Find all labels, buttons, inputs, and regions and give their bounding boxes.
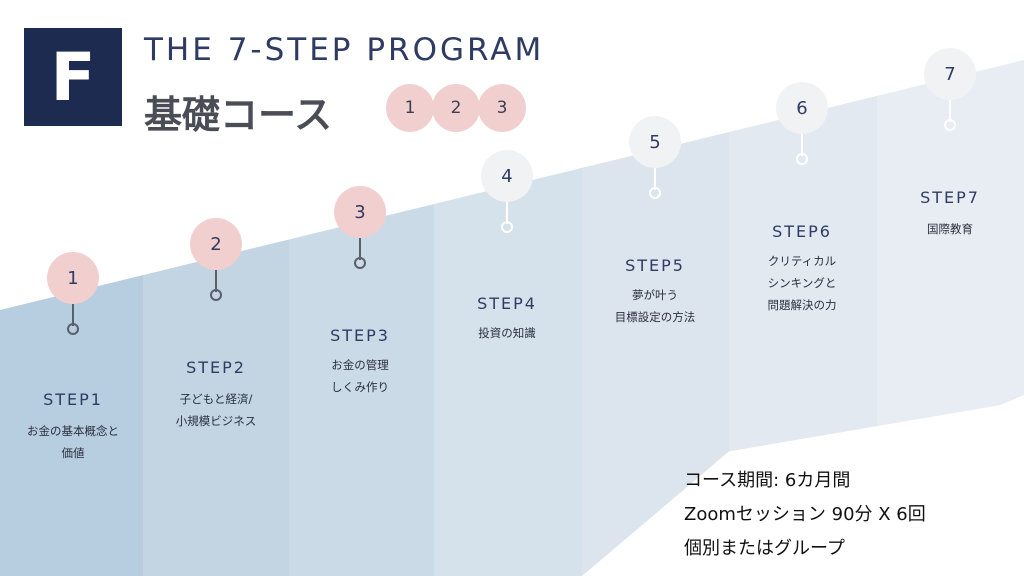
desc-line: 夢が叶う	[632, 288, 678, 302]
staircase-column-1	[0, 275, 143, 576]
lower-diagonal-cut	[0, 395, 1024, 576]
course-info: コース期間: 6カ月間 Zoomセッション 90分 X 6回 個別またはグループ	[684, 464, 926, 566]
step-connector	[215, 270, 217, 292]
desc-line: 国際教育	[927, 222, 973, 236]
step-description: 夢が叶う 目標設定の方法	[582, 284, 728, 328]
step-label: STEP4	[477, 294, 537, 313]
step-connector	[359, 238, 361, 260]
desc-line: シンキングと	[767, 276, 837, 290]
staircase-column-7	[877, 60, 1024, 427]
step-number-circle: 7	[924, 48, 976, 100]
step-node	[501, 221, 513, 233]
staircase-column-6	[729, 95, 877, 452]
badge-step-2: 2	[432, 84, 480, 132]
staircase-column-4	[434, 167, 582, 576]
step-number-circle: 2	[190, 218, 242, 270]
step-description: 国際教育	[877, 218, 1023, 240]
step-connector	[654, 168, 656, 190]
desc-line: しくみ作り	[331, 380, 389, 394]
course-duration: コース期間: 6カ月間	[684, 470, 851, 491]
step-label: STEP1	[43, 390, 103, 409]
step-description: クリティカル シンキングと 問題解決の力	[729, 250, 875, 316]
desc-line: お金の基本概念と	[27, 424, 119, 438]
step-connector	[949, 100, 951, 122]
badge-step-1: 1	[386, 84, 434, 132]
step-number-circle: 3	[334, 186, 386, 238]
desc-line: 子どもと経済/	[179, 392, 253, 406]
step-connector	[801, 134, 803, 156]
step-node	[944, 119, 956, 131]
step-node	[354, 257, 366, 269]
program-title: THE 7-STEP PROGRAM	[144, 32, 545, 68]
step-connector	[506, 202, 508, 224]
desc-line: 目標設定の方法	[614, 310, 696, 324]
desc-line: クリティカル	[767, 254, 837, 268]
step-connector	[72, 304, 74, 326]
step-node	[796, 153, 808, 165]
staircase-column-5	[582, 132, 729, 576]
logo-f: F	[24, 28, 122, 126]
step-number-circle: 5	[629, 116, 681, 168]
step-number-circle: 4	[481, 150, 533, 202]
step-label: STEP2	[186, 358, 246, 377]
step-node	[649, 187, 661, 199]
format-options: 個別またはグループ	[684, 538, 845, 559]
step-description: お金の管理 しくみ作り	[287, 354, 433, 398]
step-label: STEP6	[772, 222, 832, 241]
desc-line: 問題解決の力	[767, 298, 837, 312]
step-label: STEP3	[330, 326, 390, 345]
desc-line: 投資の知識	[478, 326, 536, 340]
desc-line: 小規模ビジネス	[175, 414, 257, 428]
desc-line: 価値	[61, 446, 85, 460]
step-description: 子どもと経済/ 小規模ビジネス	[143, 388, 289, 432]
staircase-column-3	[289, 204, 434, 576]
step-description: お金の基本概念と 価値	[0, 420, 146, 464]
course-title: 基礎コース	[144, 93, 333, 137]
step-number-circle: 1	[47, 252, 99, 304]
step-description: 投資の知識	[434, 322, 580, 344]
badge-step-3: 3	[478, 84, 526, 132]
session-details: Zoomセッション 90分 X 6回	[684, 504, 926, 525]
step-label: STEP7	[920, 188, 980, 207]
step-node	[67, 323, 79, 335]
desc-line: お金の管理	[331, 358, 389, 372]
staircase-column-2	[143, 239, 289, 576]
step-label: STEP5	[625, 256, 685, 275]
step-node	[210, 289, 222, 301]
step-number-circle: 6	[776, 82, 828, 134]
